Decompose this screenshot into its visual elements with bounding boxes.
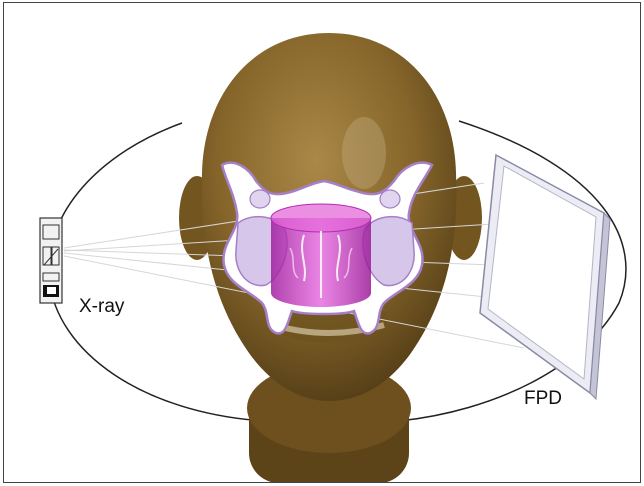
- flat-panel-detector-icon: [480, 155, 610, 399]
- roi-cylinder: [271, 204, 371, 307]
- xray-label: X-ray: [79, 296, 124, 318]
- fpd-label: FPD: [524, 388, 562, 410]
- figure-frame: X-ray FPD: [3, 2, 641, 483]
- cbct-diagram: [4, 3, 641, 483]
- xray-source-icon: [40, 218, 62, 303]
